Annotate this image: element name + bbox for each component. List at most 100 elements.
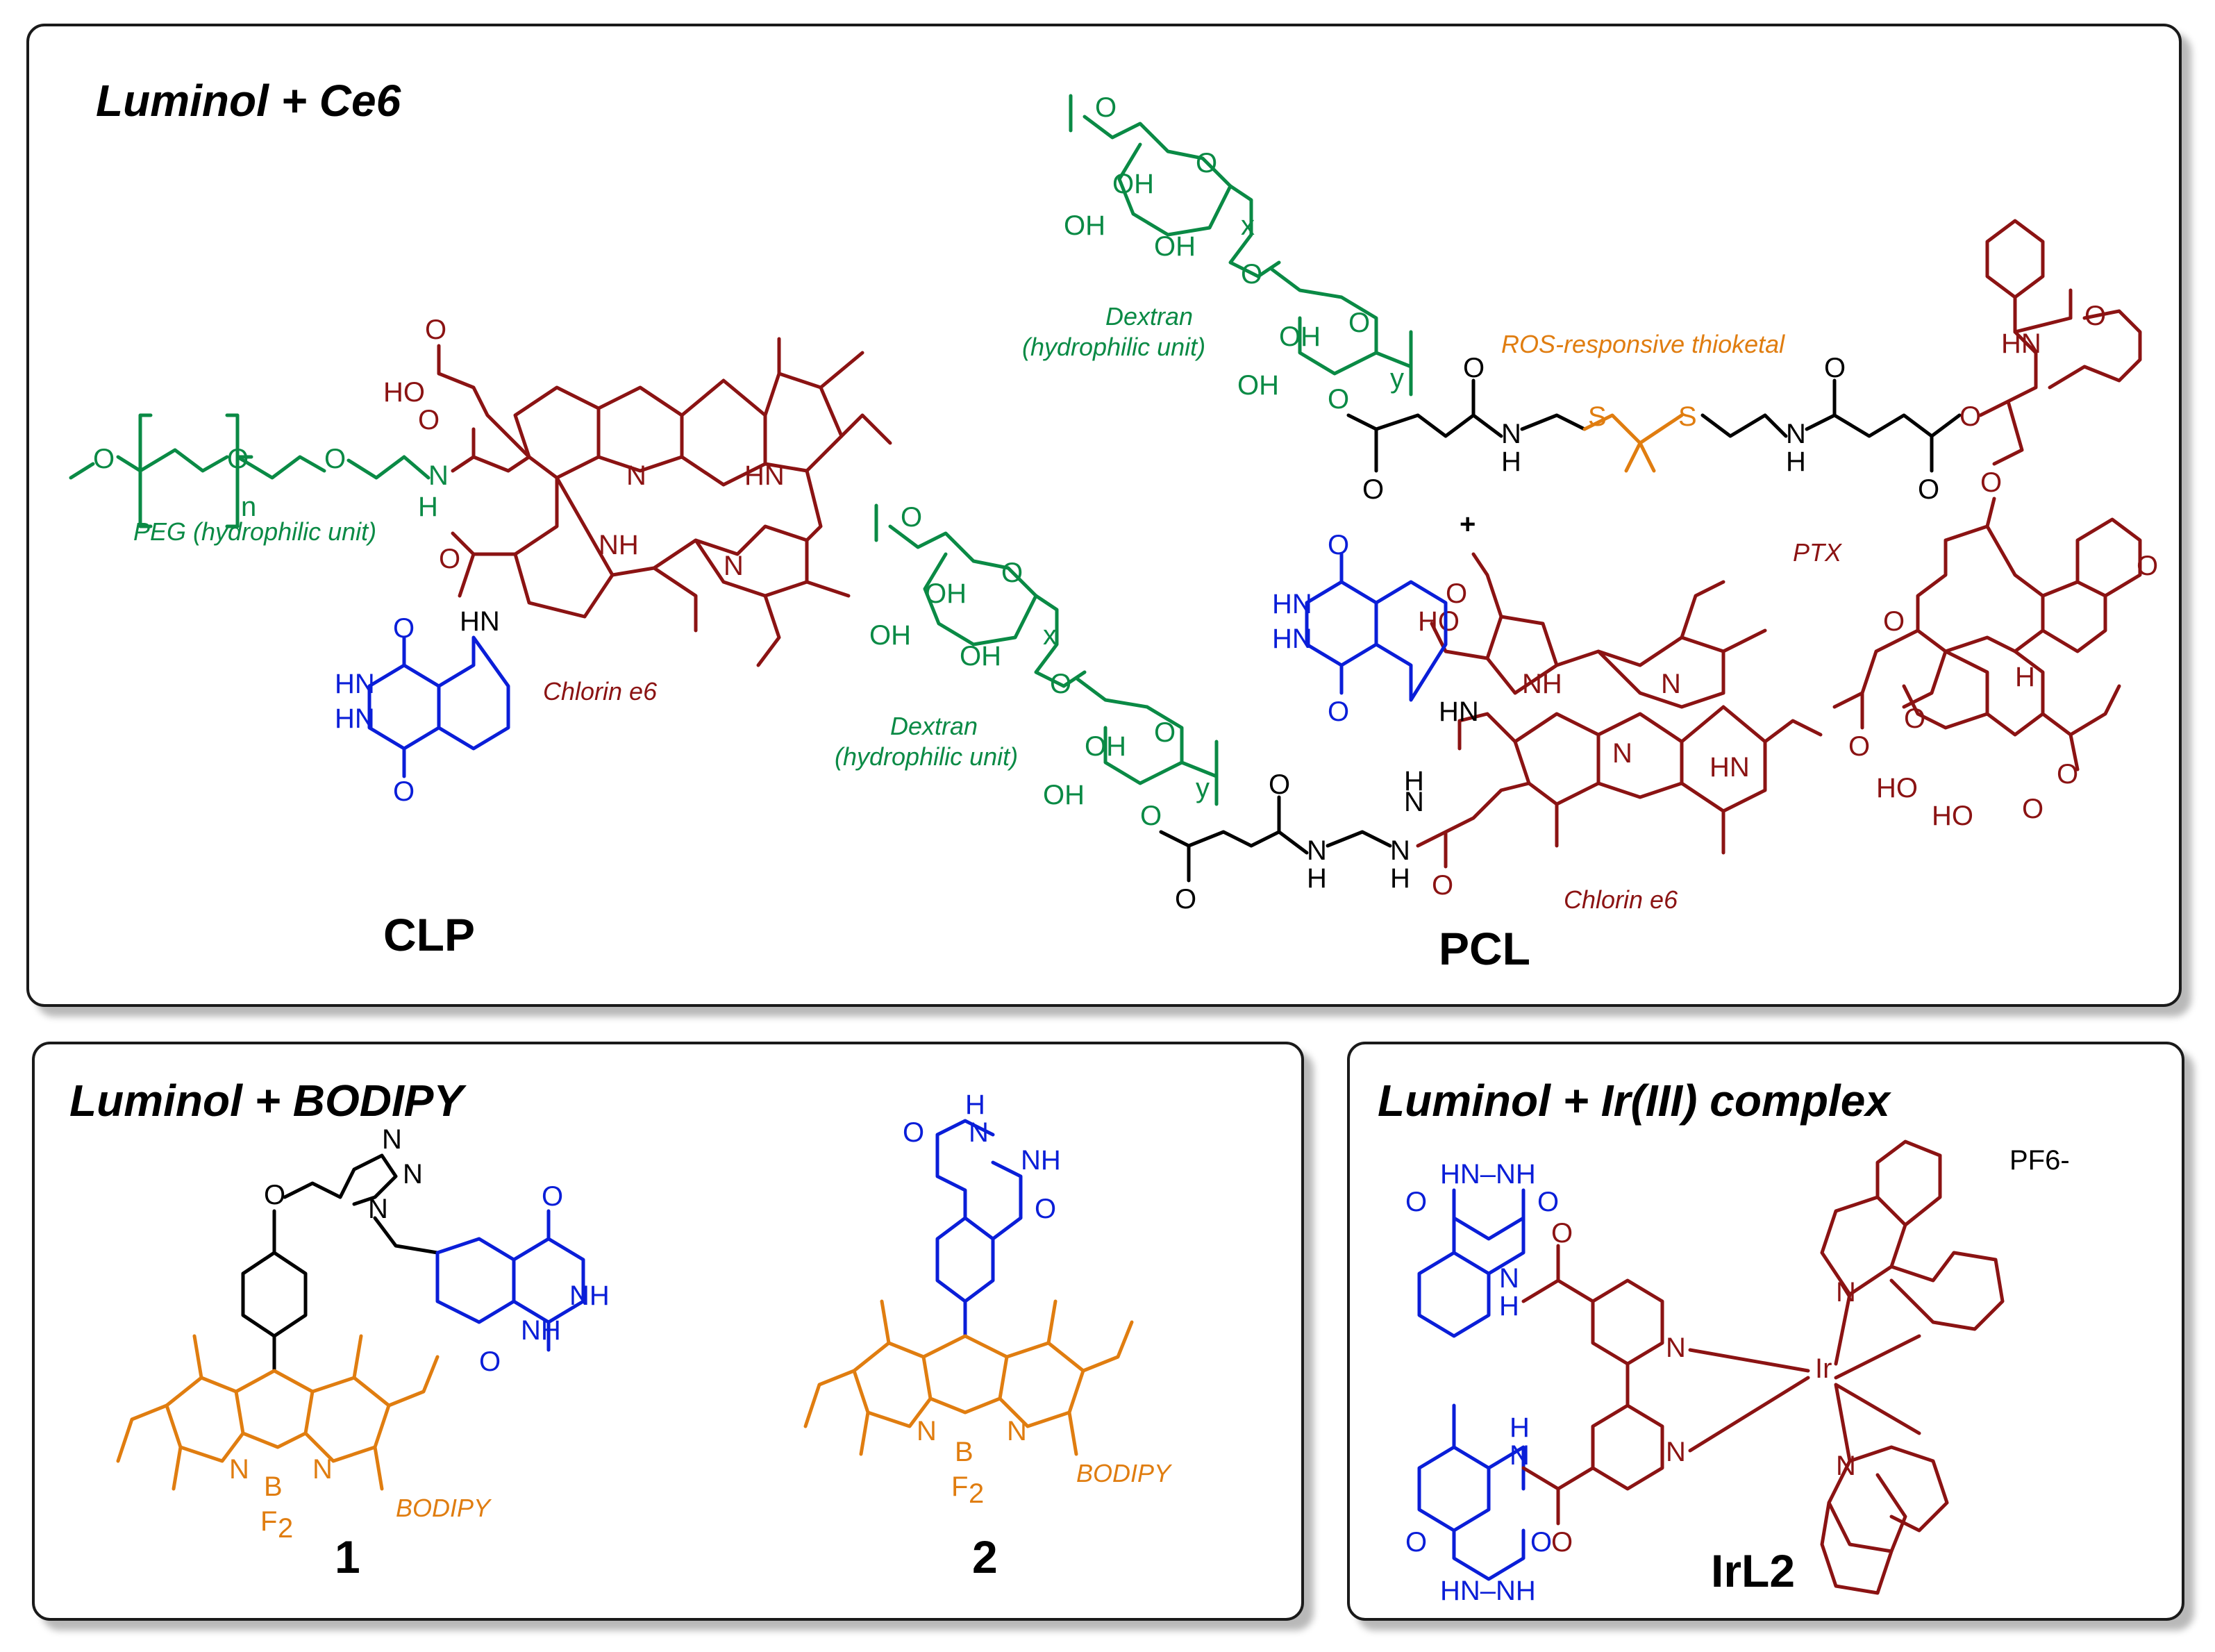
ptx: O HN O O O O O H HO HO O O PTX — [1793, 219, 2158, 831]
chlorin-annotation-pcl: Chlorin e6 — [1564, 885, 1678, 914]
svg-text:N: N — [428, 460, 449, 491]
svg-text:OH: OH — [869, 620, 911, 651]
svg-text:O: O — [2137, 551, 2158, 581]
svg-text:N: N — [1661, 669, 1681, 699]
svg-text:HN–NH: HN–NH — [1440, 1159, 1536, 1190]
svg-text:O: O — [1328, 696, 1349, 727]
svg-text:OH: OH — [1085, 731, 1126, 762]
svg-text:O: O — [1348, 308, 1370, 338]
label-compound-1: 1 — [335, 1531, 360, 1583]
svg-text:O: O — [1959, 401, 1981, 432]
svg-text:HN: HN — [1710, 752, 1750, 783]
svg-text:x: x — [1043, 620, 1057, 651]
bodipy-label-2: BODIPY — [1076, 1459, 1173, 1487]
svg-text:O: O — [393, 613, 415, 644]
svg-text:O: O — [1551, 1527, 1573, 1558]
svg-text:F: F — [260, 1506, 277, 1537]
compound-2: O H N NH O N N B F 2 BODIPY — [803, 1090, 1173, 1509]
svg-text:N: N — [1307, 835, 1327, 866]
svg-text:H: H — [2015, 662, 2035, 692]
svg-text:OH: OH — [1112, 169, 1154, 199]
svg-text:N: N — [917, 1416, 937, 1446]
svg-text:NH: NH — [569, 1280, 610, 1311]
svg-text:OH: OH — [1043, 780, 1085, 810]
svg-text:O: O — [1001, 558, 1023, 588]
svg-text:OH: OH — [1237, 370, 1279, 401]
svg-text:H: H — [1307, 863, 1327, 894]
svg-text:OH: OH — [1154, 231, 1196, 262]
chlorin-annotation-clp: Chlorin e6 — [543, 677, 658, 706]
svg-text:O: O — [1175, 884, 1196, 915]
svg-text:2: 2 — [969, 1478, 984, 1509]
svg-text:O: O — [1446, 578, 1467, 609]
thioketal-annotation: ROS-responsive thioketal — [1501, 330, 1785, 358]
svg-text:OH: OH — [1064, 210, 1105, 241]
svg-text:N: N — [1007, 1416, 1027, 1446]
counterion: PF6- — [2009, 1145, 2070, 1176]
structures-bodipy: O N N N N N B F 2 O NH NH O BODIPY O H N — [116, 1090, 1173, 1544]
svg-text:O: O — [324, 444, 346, 474]
svg-text:NH: NH — [599, 530, 639, 560]
svg-text:O: O — [1551, 1218, 1573, 1249]
svg-text:NH: NH — [1522, 669, 1562, 699]
svg-text:N: N — [1666, 1437, 1686, 1467]
svg-text:x: x — [1241, 210, 1255, 241]
svg-text:N: N — [1836, 1451, 1856, 1481]
svg-text:S: S — [1678, 401, 1697, 432]
svg-text:HN: HN — [1439, 696, 1479, 727]
svg-text:O: O — [1035, 1194, 1056, 1224]
panel-luminol-ir: Luminol + Ir(III) complex HN–NH O O N H … — [1347, 1042, 2184, 1621]
svg-text:O: O — [1196, 148, 1217, 178]
panel-luminol-bodipy: Luminol + BODIPY O N N N N N B F 2 O NH … — [32, 1042, 1304, 1621]
svg-text:O: O — [542, 1181, 563, 1212]
svg-text:O: O — [1824, 353, 1846, 383]
svg-text:y: y — [1390, 363, 1404, 394]
svg-text:O: O — [93, 444, 115, 474]
svg-text:N: N — [1666, 1333, 1686, 1363]
svg-text:H: H — [965, 1090, 985, 1120]
svg-text:y: y — [1196, 773, 1210, 803]
svg-text:O: O — [2057, 759, 2078, 790]
svg-text:H: H — [1404, 766, 1424, 796]
dextran-2-line2: (hydrophilic unit) — [835, 742, 1018, 771]
svg-text:O: O — [2022, 794, 2043, 824]
svg-text:O: O — [1154, 717, 1176, 748]
svg-text:O: O — [264, 1180, 285, 1210]
svg-text:O: O — [1269, 769, 1290, 800]
svg-text:N: N — [1836, 1277, 1856, 1308]
dextran-1-line1: Dextran — [1105, 302, 1193, 331]
svg-text:HN: HN — [460, 606, 500, 637]
dextran-1: O O OH OH OH x O O OH OH y Dextran (hydr… — [1022, 92, 1413, 401]
label-clp: CLP — [383, 909, 475, 960]
svg-text:O: O — [1537, 1187, 1559, 1217]
panel-luminol-ce6: Luminol + Ce6 O O n O N H PEG (hydrophil… — [26, 24, 2182, 1007]
svg-text:N: N — [368, 1194, 388, 1224]
svg-text:O: O — [1362, 474, 1384, 505]
structures-ce6: O O n O N H PEG (hydrophilic unit) O O H… — [69, 92, 2158, 915]
svg-text:O: O — [1405, 1527, 1427, 1558]
svg-text:HO: HO — [1418, 606, 1460, 637]
svg-text:O: O — [425, 315, 446, 345]
svg-text:O: O — [903, 1117, 924, 1148]
svg-text:HN: HN — [1272, 624, 1312, 654]
svg-text:HN: HN — [1272, 589, 1312, 619]
svg-text:O: O — [1405, 1187, 1427, 1217]
luminol-clp: HN O O HN HN — [335, 606, 510, 807]
svg-text:N: N — [1404, 787, 1424, 817]
svg-text:F: F — [951, 1471, 968, 1502]
svg-text:O: O — [2084, 301, 2106, 331]
pcl-linker-chlorin: O O O N H N H N H O N HN NH N HO O — [1140, 552, 1823, 915]
svg-text:O: O — [1463, 353, 1485, 383]
svg-text:O: O — [393, 776, 415, 807]
svg-text:O: O — [1432, 870, 1453, 901]
svg-text:HN–NH: HN–NH — [1440, 1576, 1536, 1606]
svg-text:H: H — [1501, 447, 1521, 477]
svg-text:Ir: Ir — [1815, 1353, 1832, 1384]
label-compound-2: 2 — [972, 1531, 998, 1583]
dextran-1-line2: (hydrophilic unit) — [1022, 333, 1205, 361]
ptx-annotation: PTX — [1793, 538, 1843, 567]
compound-1: O N N N N N B F 2 O NH NH O BODIPY — [116, 1124, 610, 1544]
svg-text:B: B — [264, 1471, 283, 1502]
svg-text:OH: OH — [1279, 322, 1321, 352]
irl2-complex: HN–NH O O N H H N O O HN–NH O O N N Ir N… — [1405, 1140, 2070, 1606]
